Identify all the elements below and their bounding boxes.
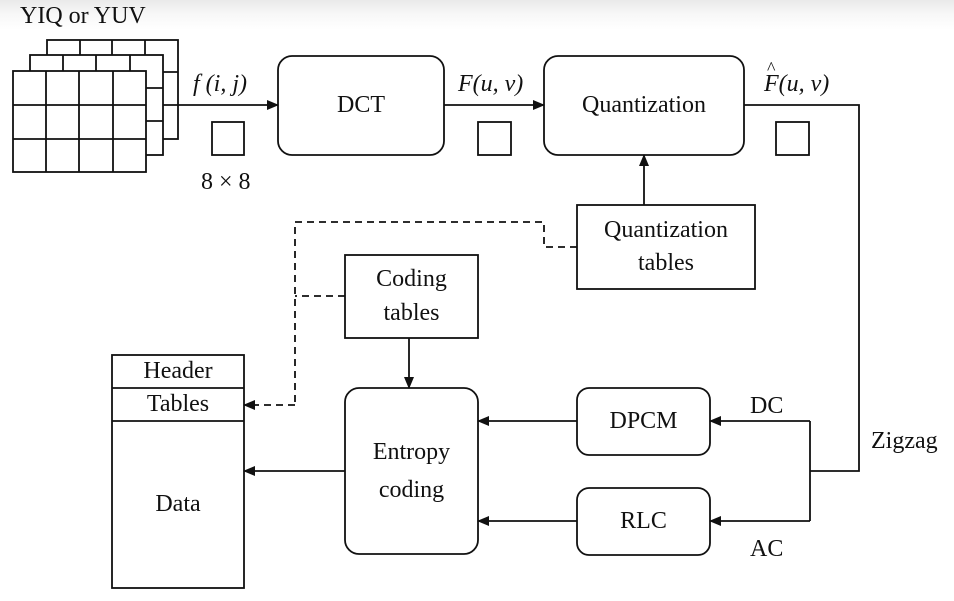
tables-label: Tables <box>146 390 210 417</box>
block-icon-quantized <box>775 121 810 156</box>
header-label: Header <box>143 357 213 384</box>
signal-f-ij: f (i, j) <box>193 71 247 97</box>
dpcm-label: DPCM <box>609 407 678 434</box>
signal-Fhat-uv: F(u, v) <box>764 59 829 96</box>
quantization-tables-label: Quantization tables <box>604 216 728 276</box>
coding-tables-label: Coding tables <box>376 266 447 326</box>
dashed-table-links <box>243 221 577 410</box>
entropy-coding-label: Entropy coding <box>372 438 451 503</box>
quantization-label: Quantization <box>582 91 706 118</box>
block-size-label: 8 × 8 <box>201 169 251 195</box>
ac-label: AC <box>750 536 784 562</box>
data-label: Data <box>155 490 201 517</box>
top-shade <box>0 0 954 30</box>
image-planes <box>12 39 179 173</box>
zigzag-path <box>744 104 860 472</box>
block-icon-input <box>211 121 245 156</box>
dct-label: DCT <box>337 91 385 118</box>
rlc-label: RLC <box>620 507 667 534</box>
input-title: YIQ or YUV <box>20 3 146 29</box>
signal-F-uv: F(u, v) <box>458 71 524 97</box>
zigzag-label: Zigzag <box>871 428 938 454</box>
dc-label: DC <box>750 393 784 419</box>
block-icon-dct <box>477 121 512 156</box>
